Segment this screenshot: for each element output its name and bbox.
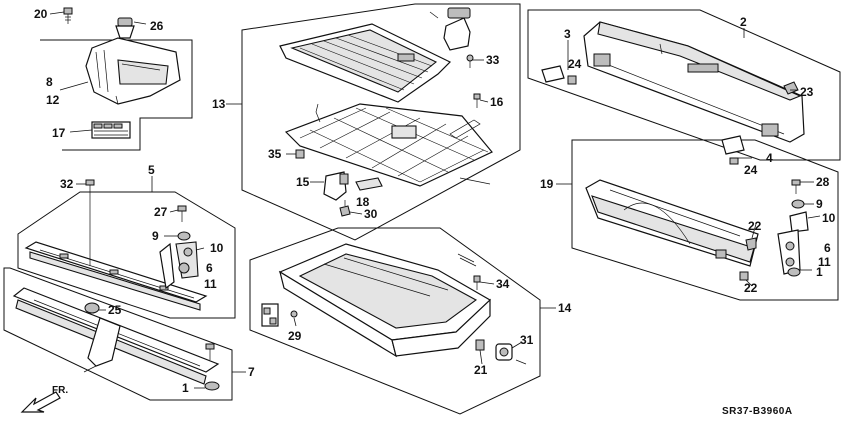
- callout-20: 20: [34, 7, 48, 21]
- callout-31: 31: [520, 333, 534, 347]
- callout-3: 3: [564, 27, 571, 41]
- callout-35: 35: [268, 147, 282, 161]
- callout-1a: 1: [182, 381, 189, 395]
- callout-34: 34: [496, 277, 510, 291]
- lower-rail-assembly: [12, 287, 220, 391]
- clip-21-icon: [475, 339, 485, 351]
- callout-33: 33: [486, 53, 500, 67]
- callout-15: 15: [296, 175, 310, 189]
- callout-5: 5: [148, 163, 155, 177]
- latch-15-icon: [323, 171, 349, 201]
- rear-trim-assembly: [585, 179, 809, 281]
- washer-1a-icon: [204, 381, 220, 391]
- callout-26: 26: [150, 19, 164, 33]
- callout-7: 7: [248, 365, 255, 379]
- callout-10a: 10: [210, 241, 224, 255]
- callout-30: 30: [364, 207, 378, 221]
- caution-label-17-icon: [91, 121, 131, 139]
- bolt-32-icon: [85, 179, 95, 192]
- callout-28: 28: [816, 175, 830, 189]
- callout-9a: 9: [152, 229, 159, 243]
- callout-16: 16: [490, 95, 504, 109]
- diagram-code: SR37-B3960A: [722, 406, 793, 417]
- callout-6b: 6: [824, 241, 831, 255]
- callout-4: 4: [766, 151, 773, 165]
- callout-10b: 10: [822, 211, 836, 225]
- front-direction-arrow-icon: FR.: [20, 385, 68, 413]
- callout-12: 12: [46, 93, 60, 107]
- callout-1b: 1: [816, 265, 823, 279]
- bolt-33-icon: [466, 54, 474, 68]
- callout-18: 18: [356, 195, 370, 209]
- storage-tray-assembly: [261, 243, 527, 365]
- cover-3-icon: [541, 65, 577, 85]
- callout-22b: 22: [744, 281, 758, 295]
- group-outlines: [3, 3, 841, 415]
- callout-2: 2: [740, 15, 747, 29]
- striker-6b-icon: [777, 211, 809, 275]
- front-rail-assembly: [24, 179, 208, 311]
- nut-35-icon: [295, 149, 305, 159]
- bolt-34-icon: [473, 275, 481, 290]
- callout-22a: 22: [748, 219, 762, 233]
- callout-24b: 24: [744, 163, 758, 177]
- bolt-7-icon: [205, 343, 215, 360]
- hinge-33-icon: [429, 7, 471, 51]
- bolt-27-icon: [177, 205, 187, 222]
- lid-hatch: [299, 34, 433, 91]
- callout-21: 21: [474, 363, 488, 377]
- callout-11b: 11: [818, 255, 831, 269]
- hinge-29-icon: [261, 303, 298, 327]
- clip-30-icon: [339, 200, 351, 217]
- grommet-31-icon: [495, 343, 527, 365]
- clip-26-icon: [115, 17, 135, 39]
- callout-17: 17: [52, 126, 66, 140]
- washer-9a-icon: [177, 231, 191, 241]
- callout-24a: 24: [568, 57, 582, 71]
- callout-19: 19: [540, 177, 554, 191]
- callout-8: 8: [46, 75, 53, 89]
- direction-label: FR.: [52, 385, 68, 396]
- cap-4-icon: [721, 135, 745, 165]
- striker-6-icon: [159, 241, 199, 290]
- callout-25: 25: [108, 303, 122, 317]
- board-diamond-pattern: [299, 107, 489, 183]
- bolt-28-icon: [791, 179, 801, 194]
- washer-9b-icon: [791, 199, 805, 209]
- callout-29: 29: [288, 329, 302, 343]
- cargo-lid-assembly: [279, 7, 493, 217]
- bolt-20-icon: [63, 7, 73, 24]
- grommet-25-icon: [84, 302, 100, 314]
- rod-spring-icon: [457, 253, 477, 267]
- leader-lines: [49, 11, 821, 389]
- rear-panel-assembly: [541, 21, 805, 165]
- callout-11a: 11: [204, 277, 217, 291]
- callout-23: 23: [800, 85, 814, 99]
- clip-22b-icon: [739, 271, 749, 281]
- callout-27: 27: [154, 205, 168, 219]
- callout-labels: 20 26 8 12 17 13 33 16 35 15 18 30 3 24 …: [34, 7, 836, 395]
- callout-13: 13: [212, 97, 226, 111]
- side-pocket-assembly: [63, 7, 181, 139]
- side-pocket-icon: [85, 37, 181, 105]
- callout-6a: 6: [206, 261, 213, 275]
- pad-18-icon: [355, 177, 383, 191]
- callout-9b: 9: [816, 197, 823, 211]
- callout-32: 32: [60, 177, 74, 191]
- bolt-16-icon: [473, 93, 481, 108]
- washer-1b-icon: [787, 267, 801, 277]
- callout-14: 14: [558, 301, 572, 315]
- clip-22a-icon: [745, 237, 757, 251]
